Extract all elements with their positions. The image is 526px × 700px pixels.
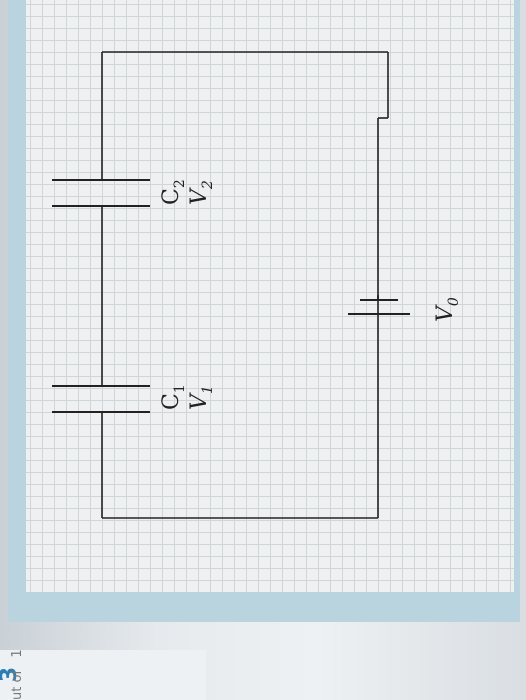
c1-letter: C — [159, 393, 184, 410]
label-v1: V1 — [187, 385, 216, 410]
capacitor-c2 — [52, 179, 150, 207]
side-partial-text-main: ut of — [10, 670, 25, 700]
svg-text:V0: V0 — [433, 297, 462, 322]
c1-subscript: 1 — [172, 384, 188, 393]
label-v0: V0 — [433, 297, 462, 322]
v2-subscript: 2 — [200, 180, 216, 190]
svg-text:V2: V2 — [187, 180, 216, 205]
battery-v0 — [348, 296, 410, 315]
label-v2: V2 — [187, 180, 216, 205]
svg-text:C2: C2 — [159, 179, 188, 205]
v1-letter: V — [187, 392, 212, 410]
v2-letter: V — [187, 187, 212, 205]
c2-letter: C — [159, 188, 184, 205]
v0-letter: V — [433, 304, 458, 322]
side-partial-text: ut of 1 — [10, 649, 25, 700]
capacitor-c1 — [52, 385, 150, 413]
grid-paper — [26, 0, 514, 592]
side-partial-text-extra: 1 — [10, 649, 25, 658]
v1-subscript: 1 — [200, 385, 216, 394]
svg-text:C1: C1 — [159, 384, 188, 410]
c2-subscript: 2 — [172, 179, 188, 188]
side-panel-card — [0, 650, 206, 700]
svg-text:V1: V1 — [187, 385, 216, 410]
label-c1: C1 — [159, 384, 188, 410]
label-c2: C2 — [159, 179, 188, 205]
circuit-wires — [101, 51, 389, 519]
v0-subscript: 0 — [446, 297, 462, 306]
